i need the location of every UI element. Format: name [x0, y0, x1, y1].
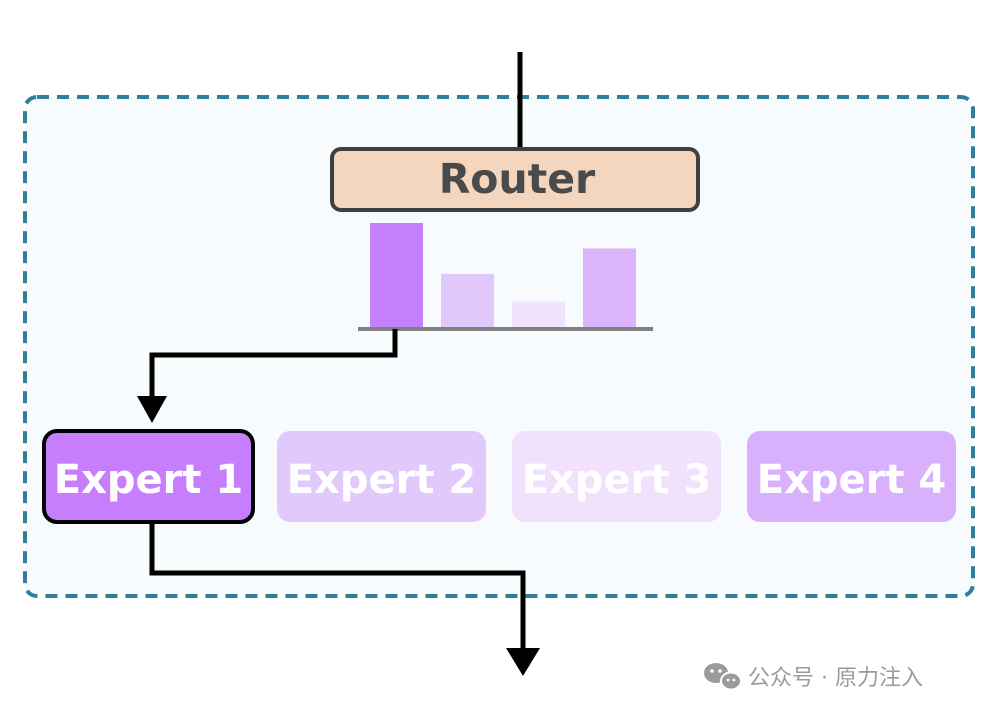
expert-label-1: Expert 1 [54, 457, 244, 503]
gate-bar-1 [370, 223, 423, 329]
gate-probability-bars [370, 223, 636, 329]
router-box [330, 147, 700, 212]
router-label: Router [439, 155, 596, 203]
expert-2: Expert 2 [277, 431, 486, 522]
gate-bar-2 [441, 273, 494, 329]
watermark-text: 公众号 · 原力注入 [748, 666, 923, 691]
output-arrow-line [149, 520, 526, 650]
expert-1: Expert 1 [42, 429, 255, 524]
expert-box-4 [747, 431, 956, 522]
expert-label-4: Expert 4 [757, 457, 947, 503]
expert-label-3: Expert 3 [522, 457, 712, 503]
expert-box-2 [277, 431, 486, 522]
routing-arrow-line [149, 329, 398, 398]
expert-label-2: Expert 2 [287, 457, 477, 503]
wechat-icon [704, 663, 742, 691]
expert-box-1 [42, 429, 255, 524]
gate-bar-4 [583, 248, 636, 329]
expert-box-3 [512, 431, 721, 522]
output-arrowhead-icon [506, 648, 540, 676]
expert-3: Expert 3 [512, 431, 721, 522]
router-block: Router [330, 147, 700, 212]
experts-row: Expert 1 Expert 2 Expert 3 Expert 4 [42, 429, 956, 524]
expert-4: Expert 4 [747, 431, 956, 522]
watermark: 公众号 · 原力注入 [704, 663, 923, 691]
gate-bar-3 [512, 301, 565, 329]
moe-layer-container [23, 95, 975, 598]
routing-arrowhead-icon [137, 396, 167, 423]
